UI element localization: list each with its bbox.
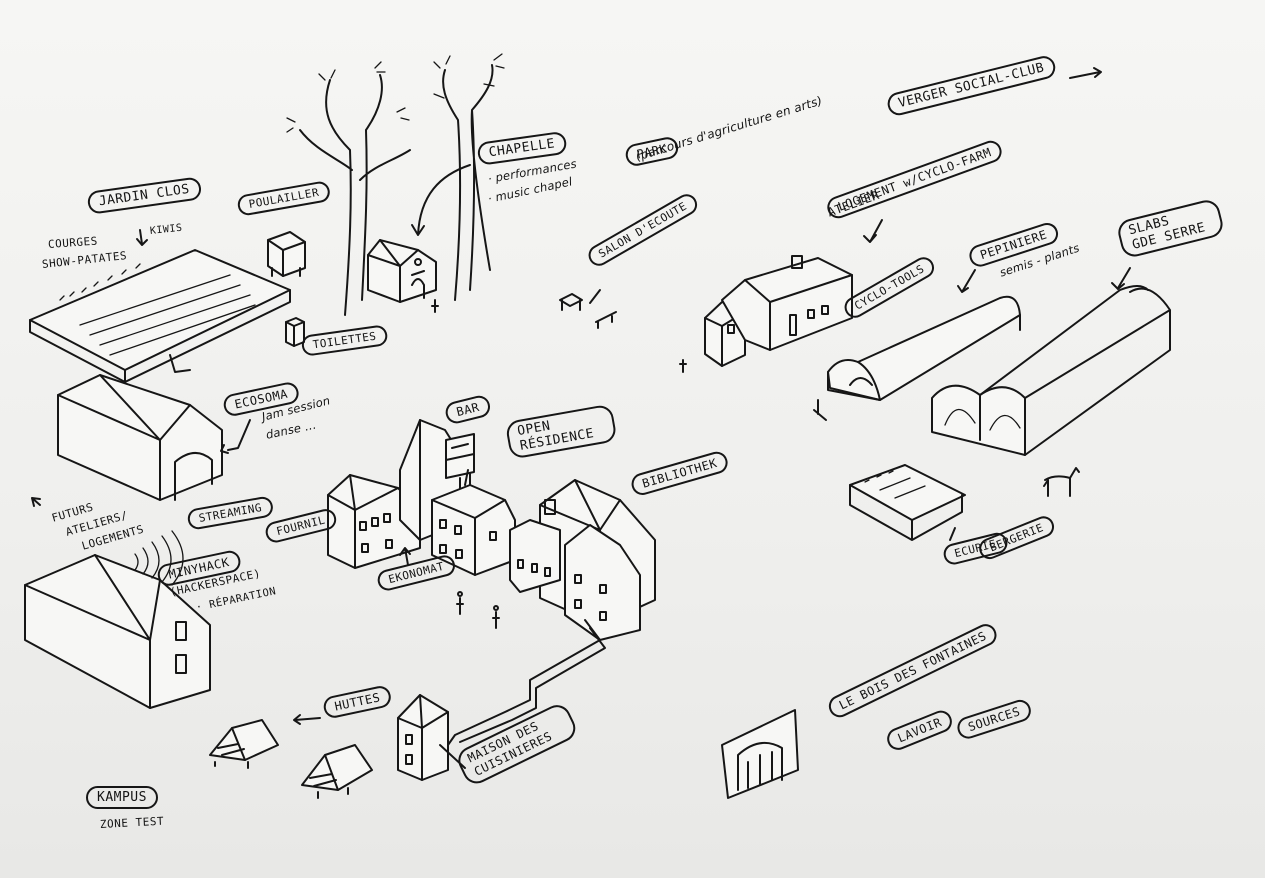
maison-cuisinieres-tower — [397, 694, 466, 781]
people-figures — [456, 591, 500, 629]
donkey — [1043, 467, 1080, 497]
streaming-waves — [134, 530, 184, 586]
salon-ecoute-benches — [559, 289, 617, 329]
poulailler-building — [267, 231, 306, 277]
futurs-ateliers-building — [24, 497, 211, 709]
trees — [286, 53, 505, 316]
ecurie-bergerie-building — [849, 464, 966, 541]
toilettes-building — [285, 317, 305, 347]
pepiniere-greenhouse — [813, 295, 1021, 421]
ecosoma-building — [57, 374, 223, 501]
garden-jardin-clos — [29, 249, 291, 383]
atelier-logement-building — [679, 219, 883, 373]
pointer-arrows — [136, 67, 1131, 541]
huttes — [209, 714, 373, 799]
chateau-complex — [327, 419, 656, 746]
chapelle-building — [367, 239, 439, 313]
gde-serre-greenhouse — [931, 285, 1171, 456]
lavoir-gate — [721, 709, 799, 799]
label-kampus: KAMPUS — [86, 786, 158, 809]
